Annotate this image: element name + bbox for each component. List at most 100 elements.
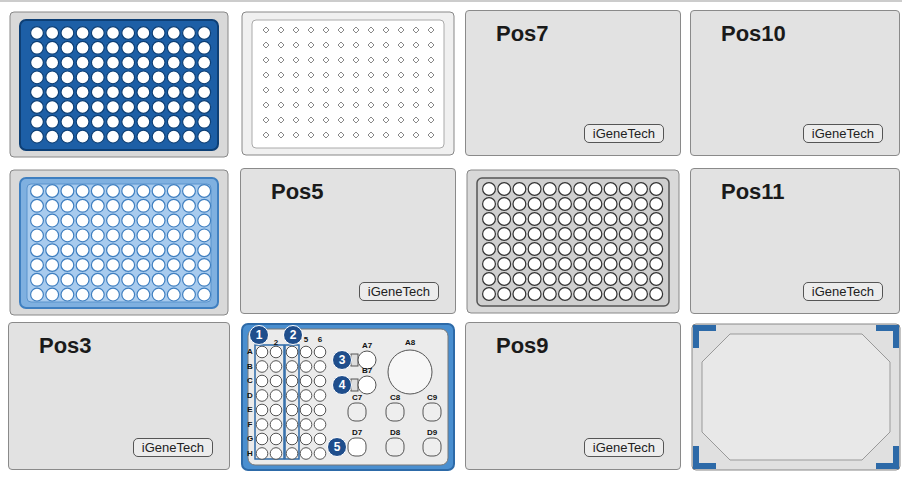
well — [46, 199, 59, 212]
well — [137, 41, 150, 54]
well — [167, 214, 180, 227]
well — [635, 198, 648, 211]
well — [619, 183, 632, 196]
well — [76, 27, 89, 40]
plate-frame — [10, 170, 228, 315]
well-marker — [323, 72, 329, 78]
well — [91, 214, 104, 227]
plate-body — [477, 178, 669, 306]
well — [91, 273, 104, 286]
tube — [314, 361, 326, 373]
tube — [300, 433, 312, 445]
deck-position: Pos11iGeneTech — [690, 168, 900, 314]
well — [183, 185, 196, 198]
well — [543, 243, 556, 256]
tube — [286, 404, 298, 416]
well-marker — [428, 72, 434, 78]
tube — [270, 433, 282, 445]
well — [574, 228, 587, 241]
well — [31, 214, 44, 227]
well — [122, 288, 135, 301]
well — [122, 115, 135, 128]
well — [107, 130, 120, 143]
callout-number: 5 — [327, 437, 347, 457]
well-marker — [308, 42, 314, 48]
tube — [314, 346, 326, 358]
well-grid — [483, 183, 663, 301]
well-marker — [398, 42, 404, 48]
rack-label: H — [247, 450, 253, 458]
well-marker — [263, 72, 269, 78]
well-marker — [263, 27, 269, 33]
well — [574, 213, 587, 226]
plate-frame — [10, 12, 228, 157]
well-marker — [398, 72, 404, 78]
well — [152, 56, 165, 69]
light-blue-96-well-plate — [10, 170, 228, 315]
well-marker — [353, 87, 359, 93]
well — [650, 243, 663, 256]
well — [183, 199, 196, 212]
well — [543, 183, 556, 196]
well-marker — [368, 27, 374, 33]
rack-label: 5 — [304, 336, 308, 344]
pcr-plate — [242, 12, 454, 155]
well — [137, 86, 150, 99]
position-name: Pos3 — [39, 333, 92, 359]
well — [46, 273, 59, 286]
well — [61, 273, 74, 286]
well — [498, 273, 511, 286]
well — [152, 27, 165, 40]
well — [483, 273, 496, 286]
well — [650, 183, 663, 196]
callout-number: 4 — [332, 375, 352, 395]
well — [76, 185, 89, 198]
well — [559, 198, 572, 211]
well — [559, 243, 572, 256]
well — [61, 185, 74, 198]
well — [152, 244, 165, 257]
tube — [314, 419, 326, 431]
well — [604, 273, 617, 286]
well — [91, 199, 104, 212]
well — [61, 229, 74, 242]
well — [46, 214, 59, 227]
well — [559, 273, 572, 286]
well — [559, 228, 572, 241]
well — [46, 130, 59, 143]
well — [152, 115, 165, 128]
well — [107, 244, 120, 257]
corner-bracket — [696, 446, 716, 466]
well-marker — [263, 87, 269, 93]
well — [183, 56, 196, 69]
well — [543, 213, 556, 226]
rack-panel — [248, 329, 448, 465]
well — [604, 213, 617, 226]
tip-waste — [692, 324, 900, 470]
well — [498, 183, 511, 196]
column-box — [255, 345, 284, 459]
well-marker — [293, 72, 299, 78]
well — [589, 258, 602, 271]
well-marker — [383, 27, 389, 33]
well — [589, 273, 602, 286]
well — [107, 86, 120, 99]
tube — [300, 390, 312, 402]
well-marker — [353, 57, 359, 63]
well — [31, 130, 44, 143]
well — [122, 71, 135, 84]
well-marker — [413, 102, 419, 108]
well — [167, 27, 180, 40]
well — [183, 288, 196, 301]
tube — [300, 375, 312, 387]
well — [198, 101, 211, 114]
well — [167, 86, 180, 99]
well-marker — [353, 27, 359, 33]
well — [61, 214, 74, 227]
well — [183, 101, 196, 114]
well — [650, 258, 663, 271]
well — [513, 243, 526, 256]
tube — [314, 390, 326, 402]
well-marker — [428, 27, 434, 33]
well — [46, 101, 59, 114]
